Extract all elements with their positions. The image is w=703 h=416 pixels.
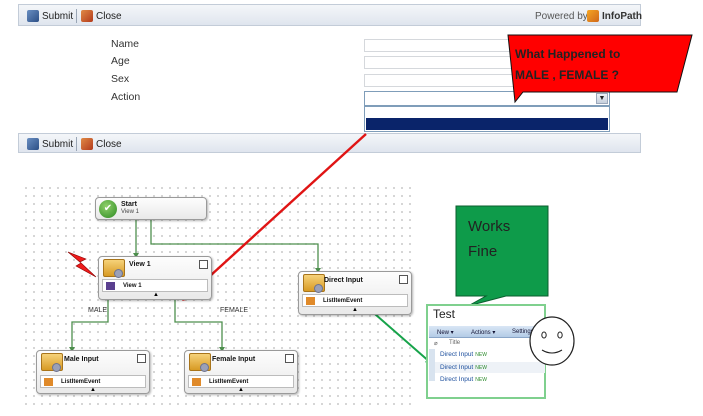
gear-icon [52, 363, 61, 372]
green-callout-text: Works Fine [468, 218, 511, 260]
row-selector [429, 349, 435, 381]
list-toolbar: New ▾ Actions ▾ Settings [429, 326, 545, 338]
list-title: Test [433, 307, 456, 321]
expand-icon[interactable] [137, 354, 146, 363]
sharepoint-list-panel: Test New ▾ Actions ▾ Settings ⌀ Title [426, 304, 546, 399]
form-toolbar-top: Submit Close Powered by: InfoPath [18, 4, 642, 26]
form-toolbar-bottom: Submit Close [18, 133, 641, 153]
smiley-face-icon [529, 316, 575, 366]
toolbar-separator [76, 137, 77, 151]
direct-input-node[interactable]: Direct Input ListItemEvent ▲ [298, 271, 412, 315]
collapse-icon[interactable]: ▲ [153, 292, 159, 298]
list-column-header: ⌀ Title [434, 340, 461, 347]
female-input-node[interactable]: Female Input ListItemEvent ▲ [184, 350, 298, 394]
action-dropdown[interactable]: ▼ [364, 91, 610, 106]
list-settings-button[interactable]: Settings [512, 329, 534, 335]
list-item-event-icon [44, 378, 53, 386]
close-icon [81, 138, 93, 150]
gear-icon [114, 269, 123, 278]
gear-icon [314, 284, 323, 293]
collapse-icon[interactable]: ▲ [238, 387, 244, 393]
red-callout-text: What Happened to MALE , FEMALE ? [515, 47, 621, 82]
red-callout-shape [507, 34, 693, 104]
direct-input-panel: ListItemEvent [302, 294, 408, 307]
list-item-event-icon [306, 297, 315, 305]
infopath-icon [587, 10, 599, 22]
list-new-button[interactable]: New ▾ [437, 330, 454, 336]
toolbar-separator [76, 9, 77, 23]
selected-option[interactable] [366, 118, 608, 130]
field-label-age: Age [111, 55, 130, 67]
start-node[interactable]: ✔ Start View 1 [95, 197, 207, 220]
branch-label-female: FEMALE [220, 307, 249, 314]
powered-by-text: Powered by: [535, 10, 591, 22]
close-button[interactable]: Close [81, 9, 122, 23]
view1-node[interactable]: View 1 View 1 ▲ [98, 256, 212, 300]
collapse-icon[interactable]: ▲ [352, 307, 358, 313]
infopath-logo: InfoPath [587, 9, 642, 23]
view-icon [106, 282, 115, 290]
close-button-bottom[interactable]: Close [81, 137, 122, 151]
male-input-panel: ListItemEvent [40, 375, 146, 388]
lightning-icon [67, 251, 97, 278]
submit-button-bottom[interactable]: Submit [27, 137, 73, 151]
action-dropdown-list [364, 106, 610, 132]
view1-panel: View 1 [102, 279, 208, 292]
male-input-node[interactable]: Male Input ListItemEvent ▲ [36, 350, 150, 394]
list-actions-button[interactable]: Actions ▾ [471, 330, 496, 336]
close-icon [81, 10, 93, 22]
gear-icon [200, 363, 209, 372]
green-callout-shape [455, 205, 549, 307]
expand-icon[interactable] [399, 275, 408, 284]
female-input-panel: ListItemEvent [188, 375, 294, 388]
chevron-down-icon[interactable]: ▼ [596, 93, 608, 104]
branch-label-male: MALE [88, 307, 108, 314]
list-item-event-icon [192, 378, 201, 386]
start-icon: ✔ [99, 200, 117, 218]
attachment-icon: ⌀ [434, 341, 438, 347]
submit-button[interactable]: Submit [27, 9, 73, 23]
expand-icon[interactable] [285, 354, 294, 363]
alt-row-background [435, 362, 545, 373]
field-label-sex: Sex [111, 73, 130, 85]
submit-icon [27, 10, 39, 22]
field-label-action: Action [111, 91, 141, 103]
collapse-icon[interactable]: ▲ [90, 387, 96, 393]
field-label-name: Name [111, 38, 140, 50]
submit-icon [27, 138, 39, 150]
expand-icon[interactable] [199, 260, 208, 269]
